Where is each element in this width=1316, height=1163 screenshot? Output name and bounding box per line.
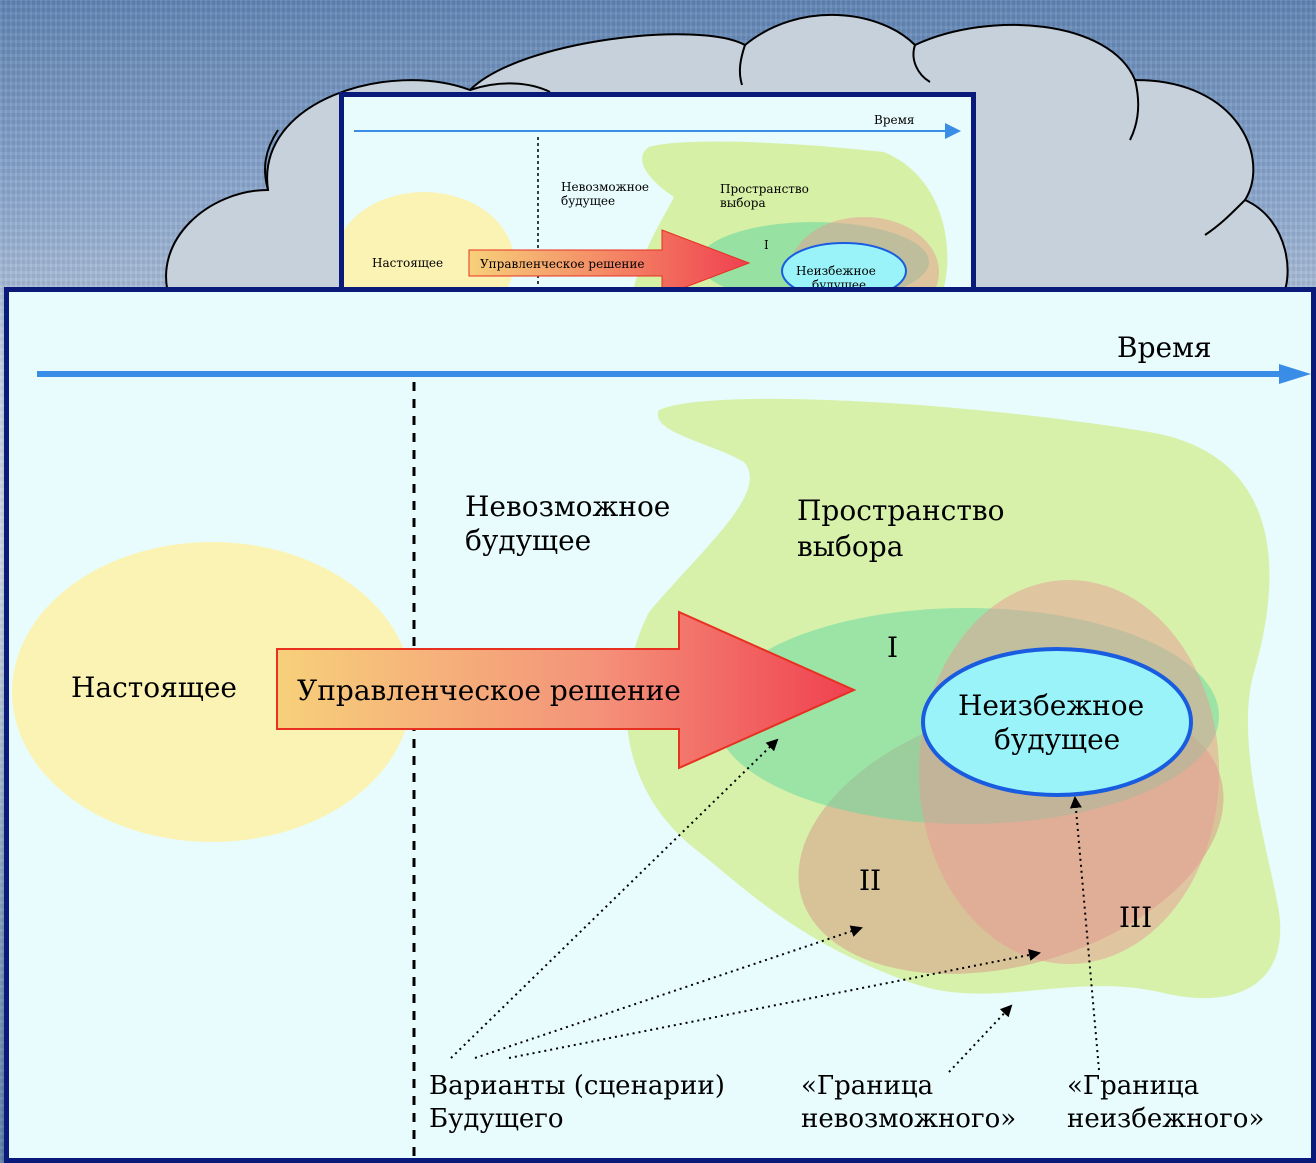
thumbnail-decision-arrow (468, 229, 751, 287)
impossible-border-label-1: «Граница (801, 1071, 933, 1101)
thumbnail-inevitable-label-2: будущее (812, 278, 866, 287)
diagram-thumbnail: Время Невозможное будущее Пространство в… (339, 92, 976, 292)
scenario-numeral-II: II (859, 864, 881, 897)
thumbnail-canvas: Время Невозможное будущее Пространство в… (344, 113, 961, 287)
scenarios-label-1: Варианты (сценарии) (429, 1071, 725, 1101)
impossible-border-label-2: невозможного» (801, 1104, 1016, 1134)
thumbnail-choice-space-label-1: Пространство (720, 182, 809, 196)
scenario-numeral-I: I (887, 631, 898, 664)
decision-arrow (276, 610, 857, 770)
thumbnail-numeral-I: I (764, 238, 769, 252)
pointer-arrow-impossible-border (948, 1004, 1013, 1073)
inevitable-border-label-2: неизбежного» (1067, 1104, 1264, 1134)
scenario-numeral-III: III (1119, 901, 1152, 934)
inevitable-future-ellipse (921, 647, 1193, 797)
thumbnail-inevitable-label-1: Неизбежное (796, 264, 876, 278)
pointer-arrow-scenario-III (508, 949, 1041, 1059)
present-circle (12, 542, 412, 842)
inevitable-border-label-1: «Граница (1067, 1071, 1199, 1101)
inevitable-future-label-2: будущее (994, 723, 1120, 756)
thumbnail-impossible-future-label-2: будущее (561, 194, 615, 208)
inevitable-future-label-1: Неизбежное (958, 689, 1144, 722)
decision-label: Управленческое решение (297, 674, 681, 707)
diagram-panel: Время Управленческое решение Настоящее Н… (4, 287, 1316, 1163)
time-arrow-head (1279, 364, 1311, 384)
diagram-canvas: Время Управленческое решение Настоящее Н… (12, 331, 1311, 1158)
thumbnail-present-label: Настоящее (372, 256, 443, 270)
thumbnail-choice-space-label-2: выбора (720, 196, 766, 210)
thumbnail-inevitable-future (781, 242, 907, 287)
impossible-future-label-1: Невозможное (465, 490, 670, 523)
thumbnail-time-label: Время (874, 113, 915, 127)
thumbnail-impossible-future-label-1: Невозможное (561, 180, 649, 194)
choice-space-label-2: выбора (797, 530, 903, 563)
time-label: Время (1117, 331, 1212, 364)
impossible-future-label-2: будущее (465, 524, 591, 557)
choice-space-label-1: Пространство (797, 494, 1004, 527)
present-label: Настоящее (71, 671, 237, 704)
pointer-arrow-scenario-I (450, 738, 779, 1059)
thumbnail-decision-label: Управленческое решение (480, 257, 645, 271)
scenarios-label-2: Будущего (429, 1104, 564, 1134)
pointer-arrow-scenario-II (474, 925, 863, 1059)
